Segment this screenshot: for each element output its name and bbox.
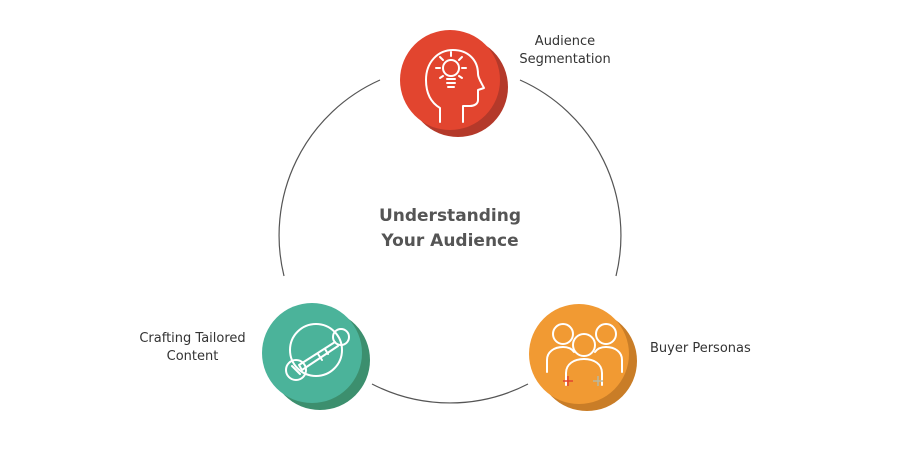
diagram-title-line2: Your Audience [381, 231, 519, 251]
diagram-title: Understanding Your Audience [330, 204, 570, 254]
label-buyer-personas-line1: Buyer Personas [650, 341, 751, 356]
node-crafting-tailored-content-circle [262, 303, 362, 403]
head-lightbulb-icon [425, 49, 485, 123]
cycle-ring [278, 79, 622, 404]
label-crafting-tailored-content-line2: Content [166, 349, 219, 364]
label-audience-segmentation-line2: Segmentation [519, 52, 611, 67]
plus-icon-faded [593, 376, 603, 386]
label-crafting-tailored-content-line1: Crafting Tailored [139, 331, 246, 346]
ring-arc-bottom [371, 383, 529, 404]
label-audience-segmentation-line1: Audience [534, 34, 596, 49]
label-crafting-tailored-content: Crafting Tailored Content [120, 330, 265, 366]
label-audience-segmentation: Audience Segmentation [500, 33, 630, 69]
plus-icon [563, 376, 573, 386]
ring-arc-top-left [278, 79, 381, 277]
label-buyer-personas: Buyer Personas [650, 340, 790, 358]
key-icon [285, 323, 350, 381]
ring-arc-top-right [519, 79, 622, 277]
node-audience-segmentation [400, 30, 508, 137]
node-crafting-tailored-content [262, 303, 370, 410]
node-buyer-personas [529, 304, 637, 411]
diagram-title-line1: Understanding [378, 206, 522, 226]
people-group-icon [546, 323, 623, 386]
